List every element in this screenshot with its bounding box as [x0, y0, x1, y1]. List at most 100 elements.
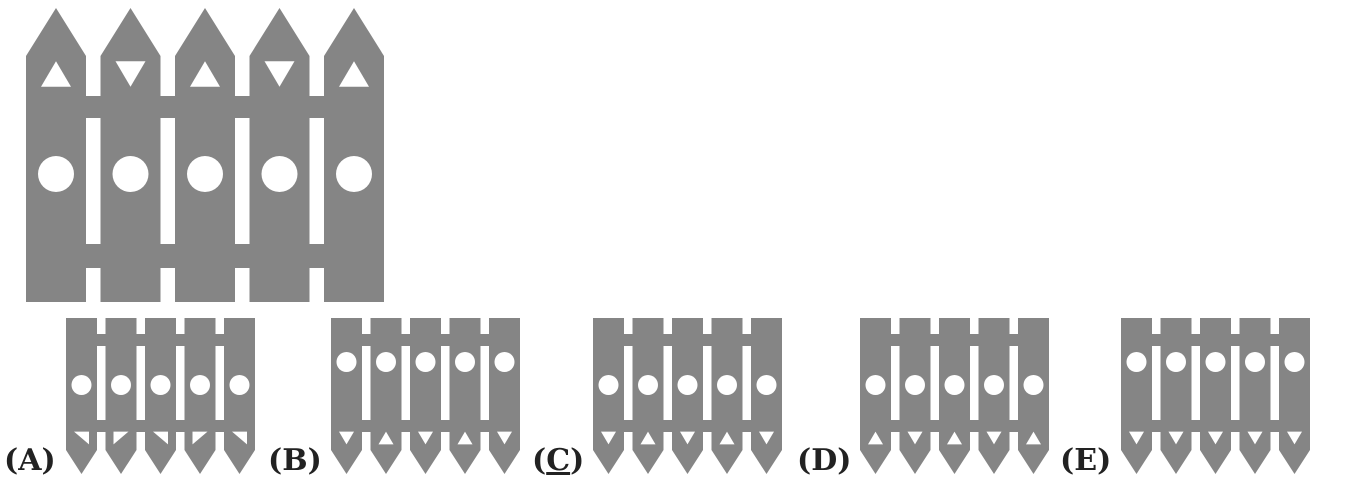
picket-mark-down	[339, 431, 354, 445]
picket-gap	[86, 118, 101, 244]
picket-mark-up	[640, 431, 656, 445]
fence-picket	[1279, 318, 1310, 474]
picket-mark-down	[1247, 431, 1263, 445]
original-fence	[26, 8, 384, 302]
picket-mark-down	[1208, 431, 1223, 445]
fence-picket	[899, 318, 931, 474]
picket-gap	[441, 346, 450, 420]
picket-gap	[401, 346, 410, 420]
picket-gap	[930, 346, 939, 420]
picket-hole	[865, 375, 886, 395]
picket-hole	[598, 375, 619, 395]
picket-gap	[742, 346, 751, 420]
picket-mark-down	[680, 431, 695, 445]
picket-hole	[1205, 352, 1226, 372]
picket-mark-up	[719, 431, 735, 445]
picket-mark-up	[41, 61, 71, 87]
picket-gap	[663, 346, 672, 420]
fence-picket	[489, 318, 520, 474]
picket-hole	[1245, 352, 1265, 372]
picket-mark-tri-left	[153, 431, 168, 445]
fence-picket	[410, 318, 441, 474]
fence-picket	[100, 8, 161, 302]
picket-hole	[1023, 375, 1044, 395]
option-label-b[interactable]: (B)	[268, 443, 322, 478]
picket-gap	[1152, 346, 1161, 420]
fence-picket	[1239, 318, 1271, 474]
picket-mark-up	[868, 431, 883, 445]
picket-gap	[97, 346, 106, 420]
picket-mark-up	[378, 431, 394, 445]
fence-picket	[1200, 318, 1231, 474]
picket-mark-up	[1026, 431, 1041, 445]
option-label-a[interactable]: (A)	[4, 443, 56, 478]
picket-mark-down	[986, 431, 1002, 445]
option-fence-b	[331, 318, 520, 474]
fence-picket	[978, 318, 1010, 474]
picket-gap	[624, 346, 633, 420]
picket-hole	[638, 375, 658, 395]
picket-gap	[176, 346, 185, 420]
picket-gap	[235, 118, 250, 244]
fence-picket	[370, 318, 402, 474]
picket-gap	[480, 346, 489, 420]
fence-picket	[324, 8, 384, 302]
picket-hole	[187, 156, 223, 192]
fence-picket	[1121, 318, 1152, 474]
fence-picket	[249, 8, 310, 302]
picket-hole	[111, 375, 131, 395]
picket-gap	[1009, 346, 1018, 420]
picket-hole	[190, 375, 210, 395]
picket-gap	[1231, 346, 1240, 420]
option-label-d[interactable]: (D)	[797, 443, 852, 478]
picket-hole	[677, 375, 698, 395]
picket-mark-tri-left	[74, 431, 89, 445]
picket-mark-down	[115, 61, 146, 87]
picket-hole	[494, 352, 515, 372]
picket-mark-up	[190, 61, 220, 87]
picket-hole	[1126, 352, 1147, 372]
fence-picket	[26, 8, 86, 302]
picket-hole	[150, 375, 171, 395]
picket-mark-tri-right	[192, 431, 208, 445]
picket-mark-up	[457, 431, 473, 445]
picket-mark-down	[264, 61, 295, 87]
picket-hole	[944, 375, 965, 395]
fence-picket	[449, 318, 481, 474]
picket-hole	[112, 156, 149, 192]
fence-picket	[145, 318, 176, 474]
picket-mark-down	[497, 431, 512, 445]
fence-picket	[184, 318, 216, 474]
option-fence-c	[593, 318, 782, 474]
option-label-e[interactable]: (E)	[1060, 443, 1112, 478]
picket-mark-down	[418, 431, 433, 445]
picket-mark-up	[339, 61, 369, 87]
picket-mark-up	[947, 431, 962, 445]
picket-hole	[336, 156, 372, 192]
fence-picket	[224, 318, 255, 474]
picket-gap	[1270, 346, 1279, 420]
fence-picket	[939, 318, 970, 474]
option-fence-d	[860, 318, 1049, 474]
fence-picket	[66, 318, 97, 474]
picket-mark-down	[1287, 431, 1302, 445]
picket-hole	[38, 156, 74, 192]
picket-mark-down	[1168, 431, 1184, 445]
picket-hole	[376, 352, 396, 372]
option-label-c[interactable]: (C)	[532, 443, 585, 478]
fence-picket	[1160, 318, 1192, 474]
picket-hole	[336, 352, 357, 372]
picket-gap	[136, 346, 145, 420]
picket-gap	[215, 346, 224, 420]
picket-hole	[1284, 352, 1305, 372]
fence-picket	[105, 318, 137, 474]
picket-hole	[756, 375, 777, 395]
picket-hole	[905, 375, 925, 395]
fence-picket	[672, 318, 703, 474]
picket-gap	[309, 118, 324, 244]
picket-mark-tri-left	[232, 431, 247, 445]
picket-gap	[160, 118, 175, 244]
picket-hole	[455, 352, 475, 372]
fence-picket	[860, 318, 891, 474]
